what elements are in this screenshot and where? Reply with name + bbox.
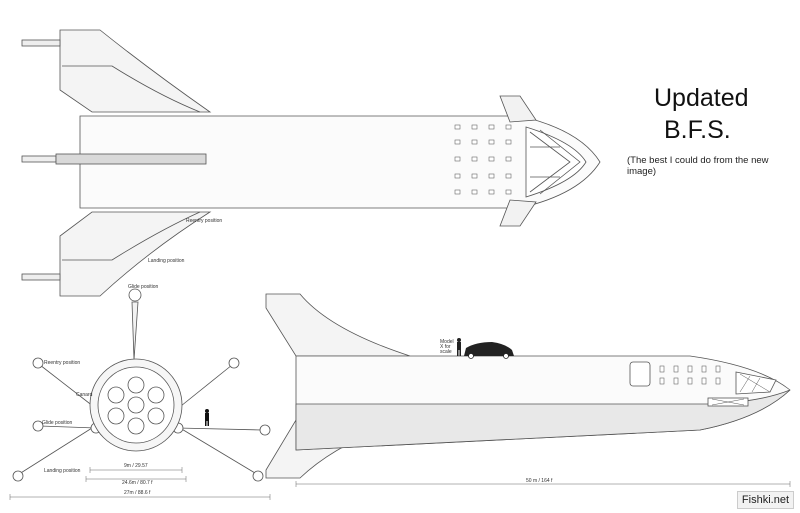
top-view-ship (21, 29, 601, 297)
title-line-1: Updated (654, 84, 749, 112)
top-reentry-label: Reentry position (186, 218, 223, 224)
rear-reentry-label: Reentry position (44, 360, 81, 366)
dim-outer: 27m / 88.6 f (124, 490, 151, 496)
top-glide-label: Glide position (128, 284, 159, 290)
dim-middle: 24.6m / 80.7 f (122, 480, 153, 486)
scale-caption: Model X for scale (440, 339, 454, 355)
rear-view-ship (9, 288, 271, 500)
rear-canard-label: Canard (76, 392, 93, 398)
rear-landing-label: Landing position (44, 468, 81, 474)
top-landing-label: Landing position (148, 258, 185, 264)
side-view-ship (265, 293, 791, 487)
title-line-2: B.F.S. (664, 116, 731, 144)
watermark: Fishki.net (736, 491, 794, 509)
rear-glide-label: Glide position (42, 420, 73, 426)
dim-inner: 9m / 29.57 (124, 463, 148, 469)
subtitle: (The best I could do from the new image) (627, 155, 769, 177)
dim-length: 50 m / 164 f (526, 478, 553, 484)
